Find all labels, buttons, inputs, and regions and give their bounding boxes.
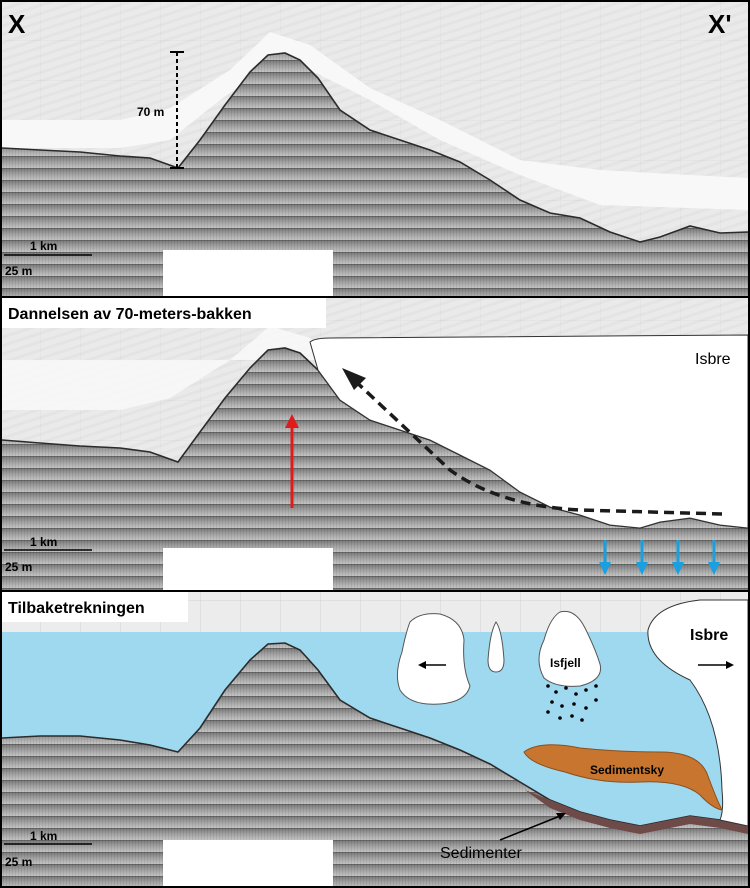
sediments-layer	[525, 790, 748, 834]
glacier-retreat-arrow	[698, 661, 734, 669]
seabed-profile	[2, 53, 748, 296]
sediment-cloud	[523, 744, 723, 811]
panel-3-title: Tilbaketrekningen	[8, 600, 145, 617]
scale-km-label: 1 km	[30, 829, 57, 843]
profile-start-label: X	[8, 9, 26, 39]
iceberg-right	[538, 610, 602, 687]
height-label: 70 m	[137, 105, 164, 119]
scale-m-label: 25 m	[5, 264, 32, 278]
seabed-profile	[2, 643, 748, 886]
reflection-halo	[2, 32, 748, 210]
scale-m-label: 25 m	[5, 855, 32, 869]
panel-3: Tilbaketrekningen Isbre Isfjell Sediment…	[2, 592, 748, 886]
panel-2: Dannelsen av 70-meters-bakken Isbre 1 km…	[2, 298, 748, 590]
height-measurement: 70 m	[137, 51, 184, 169]
scale-bar: 1 km 25 m	[4, 829, 92, 869]
iceberg-label: Isfjell	[550, 656, 581, 670]
glacier	[647, 599, 748, 827]
sediment-cloud-label: Sedimentsky	[590, 763, 664, 777]
iceberg-drift-arrow	[418, 661, 446, 669]
scale-km-label: 1 km	[30, 239, 57, 253]
scale-m-label: 25 m	[5, 560, 32, 574]
blank-area	[163, 250, 333, 296]
panel-2-title: Dannelsen av 70-meters-bakken	[8, 306, 252, 323]
sediments-label: Sedimenter	[440, 845, 522, 862]
panel-1: 70 m X X' 1 km 25 m	[2, 2, 748, 296]
glacier-label: Isbre	[690, 627, 728, 644]
scale-bar: 1 km 25 m	[4, 239, 92, 278]
ice-flow-arrow	[342, 368, 723, 516]
blank-area	[163, 840, 333, 886]
seabed-profile	[2, 348, 748, 590]
blank-area	[163, 548, 333, 590]
scale-km-label: 1 km	[30, 535, 57, 549]
iceberg-left	[396, 613, 471, 705]
profile-end-label: X'	[708, 9, 732, 39]
uplift-arrow	[285, 414, 299, 508]
scale-bar: 1 km 25 m	[4, 535, 92, 574]
iceberg-spire	[487, 621, 505, 673]
sediments-pointer	[499, 813, 566, 841]
glacier-label: Isbre	[695, 351, 731, 368]
subsidence-arrows	[599, 540, 720, 575]
glacier	[309, 334, 748, 529]
dropstones	[546, 684, 598, 722]
